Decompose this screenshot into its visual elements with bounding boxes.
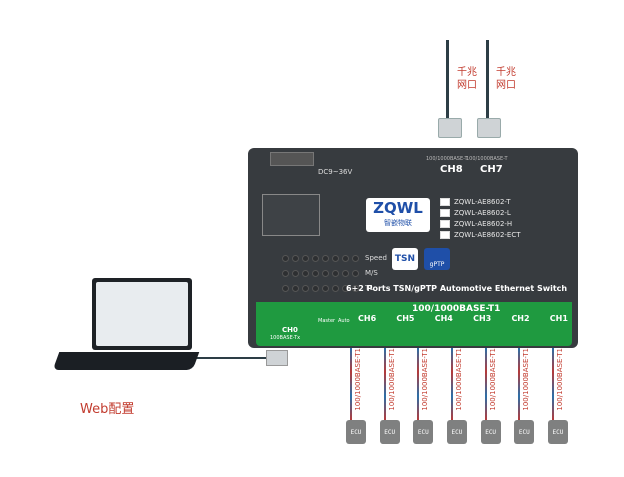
channel-label: CH4: [434, 314, 453, 323]
ch0-cable: [190, 357, 266, 359]
checkbox-icon: [440, 220, 450, 228]
product-title: 6+2 Ports TSN/gPTP Automotive Ethernet S…: [346, 284, 568, 293]
channel-label: CH3: [473, 314, 492, 323]
model-item: ZQWL-AE8602-L: [440, 209, 521, 217]
laptop-caption: Web配置: [80, 402, 135, 417]
cable-label: 100/1000BASE-T1: [454, 348, 463, 411]
ch0-label: CH0: [282, 326, 298, 334]
auto-label: Auto: [338, 318, 350, 324]
checkbox-icon: [440, 198, 450, 206]
led-row-speed: Speed: [282, 254, 387, 262]
t1-link: 100/1000BASE-T1 ECU: [446, 348, 467, 444]
master-label: Master: [318, 318, 336, 324]
power-connector: [270, 152, 314, 166]
channel-label: CH5: [396, 314, 415, 323]
t1-link: 100/1000BASE-T1 ECU: [547, 348, 568, 444]
rj45-connector-ch8: [438, 118, 462, 138]
web-ui-preview: [96, 282, 188, 346]
port-band: [256, 302, 572, 346]
model-item: ZQWL-AE8602-H: [440, 220, 521, 228]
ch0-spec: 100BASE-Tx: [270, 335, 301, 341]
gigabit-port-label-ch8: 千兆 网口: [457, 67, 477, 91]
channel-label: CH1: [549, 314, 568, 323]
ecu-box: ECU: [547, 420, 568, 444]
laptop-screen: [92, 278, 192, 350]
port-band-title: 100/1000BASE-T1: [412, 304, 501, 314]
cable-label: 100/1000BASE-T1: [555, 348, 564, 411]
ecu-box: ECU: [514, 420, 535, 444]
power-label: DC9~36V: [318, 168, 353, 176]
cable-label: 100/1000BASE-T1: [522, 348, 531, 411]
top-cable-ch8: [446, 40, 449, 118]
t1-link: 100/1000BASE-T1 ECU: [480, 348, 501, 444]
ecu-box: ECU: [480, 420, 501, 444]
cable-label: 100/1000BASE-T1: [421, 348, 430, 411]
model-list: ZQWL-AE8602-T ZQWL-AE8602-L ZQWL-AE8602-…: [440, 198, 521, 239]
model-item: ZQWL-AE8602-ECT: [440, 231, 521, 239]
rj45-connector-ch7: [477, 118, 501, 138]
ecu-box: ECU: [413, 420, 434, 444]
t1-link: 100/1000BASE-T1 ECU: [379, 348, 400, 444]
ch7-spec-label: 100/1000BASE-T: [466, 156, 508, 162]
laptop-keyboard: [52, 352, 200, 370]
channel-label: CH6: [358, 314, 377, 323]
checkbox-icon: [440, 209, 450, 217]
ecu-box: ECU: [346, 420, 366, 444]
ecu-box: ECU: [446, 420, 467, 444]
cable-label: 100/1000BASE-T1: [488, 348, 497, 411]
led-row-t1: T1: [282, 284, 387, 292]
ch8-spec-label: 100/1000BASE-T: [426, 156, 468, 162]
t1-cables: 100/1000BASE-T1 ECU 100/1000BASE-T1 ECU …: [346, 348, 568, 444]
brand-logo: ZQWL 智嵌物联: [366, 198, 430, 232]
t1-link: 100/1000BASE-T1 ECU: [413, 348, 434, 444]
ch8-label: CH8: [440, 164, 463, 175]
ch7-label: CH7: [480, 164, 503, 175]
info-table: [262, 194, 320, 236]
top-cable-ch7: [486, 40, 489, 118]
brand-sub: 智嵌物联: [384, 219, 412, 227]
brand-logo-text: ZQWL: [373, 199, 423, 217]
cable-label: 100/1000BASE-T1: [387, 348, 396, 411]
checkbox-icon: [440, 231, 450, 239]
channel-label: CH2: [511, 314, 530, 323]
channel-labels: CH6 CH5 CH4 CH3 CH2 CH1: [358, 314, 568, 323]
led-row-ms: M/S: [282, 269, 387, 277]
cable-label: 100/1000BASE-T1: [354, 348, 362, 411]
t1-link: 100/1000BASE-T1 ECU: [346, 348, 366, 444]
gigabit-port-label-ch7: 千兆 网口: [496, 67, 516, 91]
ecu-box: ECU: [379, 420, 400, 444]
t1-link: 100/1000BASE-T1 ECU: [514, 348, 535, 444]
model-item: ZQWL-AE8602-T: [440, 198, 521, 206]
gptp-logo: gPTP: [424, 248, 450, 270]
led-rows: Speed M/S T1: [282, 254, 387, 292]
tsn-logo: TSN: [392, 248, 418, 270]
ch0-rj45-connector: [266, 350, 288, 366]
